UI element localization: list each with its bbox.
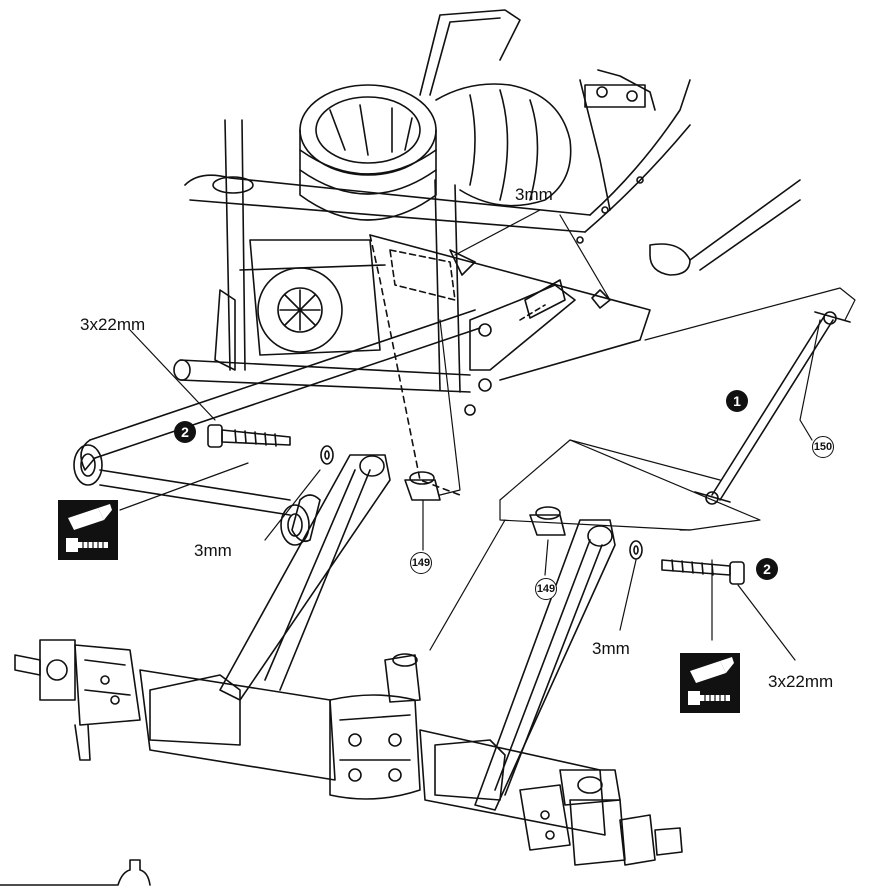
part-number-drive-shaft: 150 <box>812 436 834 458</box>
roll-cage <box>419 9 656 211</box>
callout-lines <box>119 209 856 661</box>
drive-shaft-drawing <box>694 311 851 505</box>
link-right <box>474 519 616 811</box>
lower-rail <box>73 309 481 546</box>
thread-lock-icon <box>58 500 118 560</box>
engine <box>239 83 572 356</box>
part-number-pivot-left: 149 <box>410 552 432 574</box>
step-one-marker: 1 <box>726 390 748 412</box>
part-number-pivot-right: 149 <box>535 578 557 600</box>
screw-size-label-right: 3x22mm <box>768 672 834 691</box>
axle-housing <box>14 639 683 866</box>
screw-size-label-left: 3x22mm <box>80 315 146 334</box>
washer-size-label-right: 3mm <box>592 639 630 658</box>
screw-right-drawing <box>529 506 745 585</box>
mount-plate <box>369 179 801 496</box>
thread-lock-icon <box>680 653 740 713</box>
chassis-frame <box>173 79 691 393</box>
washer-size-label-left: 3mm <box>194 541 232 560</box>
step-two-marker-left: 2 <box>174 421 196 443</box>
inset-box <box>0 859 151 886</box>
screw-left-drawing <box>207 424 441 501</box>
link-left <box>219 454 391 701</box>
step-two-marker-right: 2 <box>756 558 778 580</box>
nut-size-label: 3mm <box>515 185 553 204</box>
